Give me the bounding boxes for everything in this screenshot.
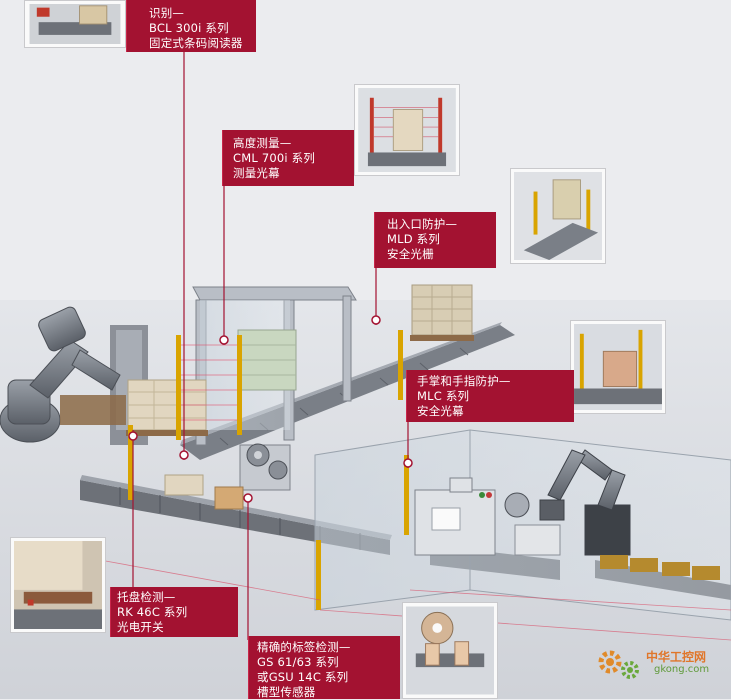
callout-identify: 识别— BCL 300i 系列 固定式条码阅读器 [126, 0, 256, 52]
entrance-protection-illustration [514, 172, 602, 260]
callout-height-line-2: CML 700i 系列 [233, 151, 316, 165]
gear-icon [598, 650, 639, 679]
callout-pallet-line-1: 托盘检测— [117, 590, 176, 604]
robot-arm-left [0, 306, 121, 443]
robot-arm-right [539, 449, 631, 556]
callout-label: 精确的标签检测— GS 61/63 系列 或GSU 14C 系列 槽型传感器 [248, 636, 400, 699]
inset-pallet-detection [10, 537, 106, 633]
callout-hand-line-1: 手掌和手指防护— [417, 374, 511, 388]
callout-pallet-line-3: 光电开关 [117, 620, 164, 634]
inset-label-detection [402, 602, 498, 699]
callout-pallet: 托盘检测— RK 46C 系列 光电开关 [110, 587, 238, 637]
watermark-name: 中华工控网 [646, 650, 707, 664]
callout-identify-line-2: BCL 300i 系列 [149, 21, 229, 35]
inset-height-measurement [354, 84, 460, 176]
callout-hand-line-2: MLC 系列 [417, 389, 470, 403]
inset-entrance-protection [510, 168, 606, 264]
callout-label-line-4: 槽型传感器 [257, 685, 316, 699]
callout-height-line-1: 高度测量— [233, 136, 292, 150]
callout-entrance-line-3: 安全光栅 [387, 247, 434, 261]
callout-height-line-3: 测量光幕 [233, 166, 280, 180]
callout-hand: 手掌和手指防护— MLC 系列 安全光幕 [406, 370, 574, 422]
pallet-detection-illustration [14, 541, 102, 629]
callout-entrance: 出入口防护— MLD 系列 安全光栅 [374, 212, 496, 268]
conveyor-lower [80, 480, 390, 555]
callout-hand-line-3: 安全光幕 [417, 404, 464, 418]
pallet-boxes-right [600, 555, 720, 580]
goods-stack-2 [237, 329, 297, 391]
label-detection-illustration [406, 606, 494, 695]
print-machine [414, 477, 530, 556]
callout-height: 高度测量— CML 700i 系列 测量光幕 [222, 130, 354, 186]
height-measurement-illustration [358, 88, 456, 172]
goods-stack-1 [410, 284, 474, 341]
callout-label-line-1: 精确的标签检测— [257, 640, 351, 654]
callout-entrance-line-1: 出入口防护— [387, 217, 458, 231]
callout-pallet-line-2: RK 46C 系列 [117, 605, 188, 619]
goods-stack-3 [126, 379, 208, 436]
gkong-watermark: 中华工控网 gkong.com [596, 644, 724, 684]
hand-protection-illustration [574, 324, 662, 410]
light-curtain-entrance [398, 330, 403, 400]
watermark-url: gkong.com [654, 664, 710, 675]
light-curtain-height [176, 335, 242, 440]
labeling-machine [239, 443, 291, 491]
callout-label-line-3: 或GSU 14C 系列 [257, 670, 349, 684]
callout-identify-line-1: 识别— [149, 6, 185, 20]
callout-entrance-line-2: MLD 系列 [387, 232, 441, 246]
callout-identify-line-3: 固定式条码阅读器 [149, 36, 243, 50]
inset-hand-protection [570, 320, 666, 414]
barcode-reader-illustration [29, 4, 121, 44]
inset-barcode-reader [24, 0, 126, 48]
callout-label-line-2: GS 61/63 系列 [257, 655, 339, 669]
